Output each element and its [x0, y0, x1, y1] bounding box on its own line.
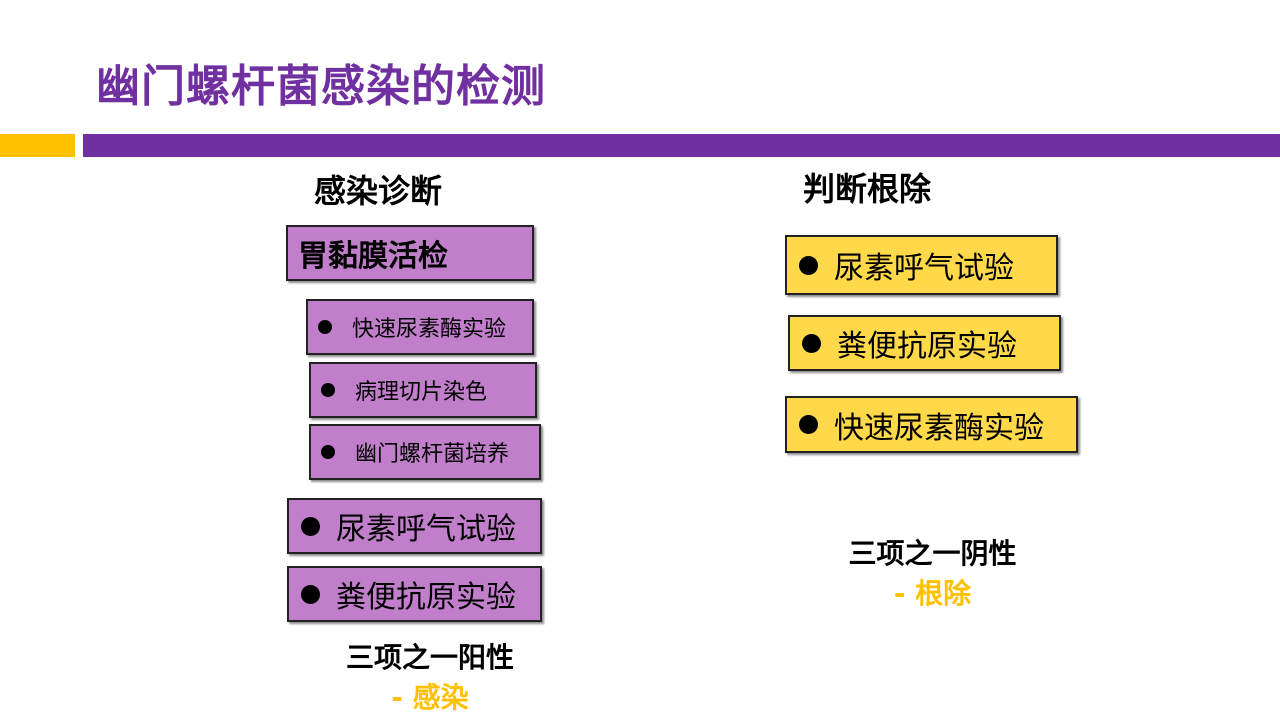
right-test-urease: 快速尿素酶实验	[785, 396, 1078, 453]
heading-infection-diagnosis: 感染诊断	[314, 172, 443, 210]
bullet-icon	[321, 383, 335, 397]
left-result: 三项之一阳性 - 感染	[330, 636, 530, 716]
left-result-line1: 三项之一阳性	[345, 641, 514, 674]
right-test-stool: 粪便抗原实验	[788, 315, 1061, 371]
biopsy-item-urease: 快速尿素酶实验	[306, 299, 534, 355]
bullet-icon	[321, 445, 335, 459]
test-label: 快速尿素酶实验	[834, 410, 1044, 446]
left-test-stool: 粪便抗原实验	[287, 566, 542, 622]
bullet-icon	[318, 320, 332, 334]
biopsy-item-label: 快速尿素酶实验	[352, 317, 507, 342]
left-test-breath: 尿素呼气试验	[287, 498, 542, 554]
accent-bar-gold	[0, 134, 75, 157]
bullet-icon	[301, 516, 320, 536]
accent-bar-purple	[83, 134, 1280, 157]
bullet-icon	[799, 255, 818, 275]
left-result-line2: - 感染	[391, 681, 469, 714]
right-result-line1: 三项之一阴性	[848, 537, 1017, 570]
biopsy-label: 胃黏膜活检	[298, 239, 448, 274]
biopsy-item-label: 病理切片染色	[355, 380, 488, 405]
bullet-icon	[301, 584, 320, 604]
right-result-line2: - 根除	[893, 577, 972, 610]
right-test-breath: 尿素呼气试验	[785, 235, 1058, 295]
bullet-icon	[799, 415, 818, 434]
biopsy-box: 胃黏膜活检	[286, 225, 534, 281]
test-label: 尿素呼气试验	[834, 251, 1014, 286]
page-title: 幽门螺杆菌感染的检测	[96, 61, 546, 112]
biopsy-item-label: 幽门螺杆菌培养	[355, 442, 510, 467]
test-label: 粪便抗原实验	[837, 329, 1017, 364]
biopsy-item-pathology: 病理切片染色	[309, 362, 537, 418]
bullet-icon	[802, 333, 821, 353]
test-label: 粪便抗原实验	[336, 580, 516, 615]
heading-eradication: 判断根除	[803, 170, 932, 208]
test-label: 尿素呼气试验	[336, 512, 516, 547]
biopsy-item-culture: 幽门螺杆菌培养	[309, 424, 541, 480]
right-result: 三项之一阴性 - 根除	[830, 532, 1035, 612]
